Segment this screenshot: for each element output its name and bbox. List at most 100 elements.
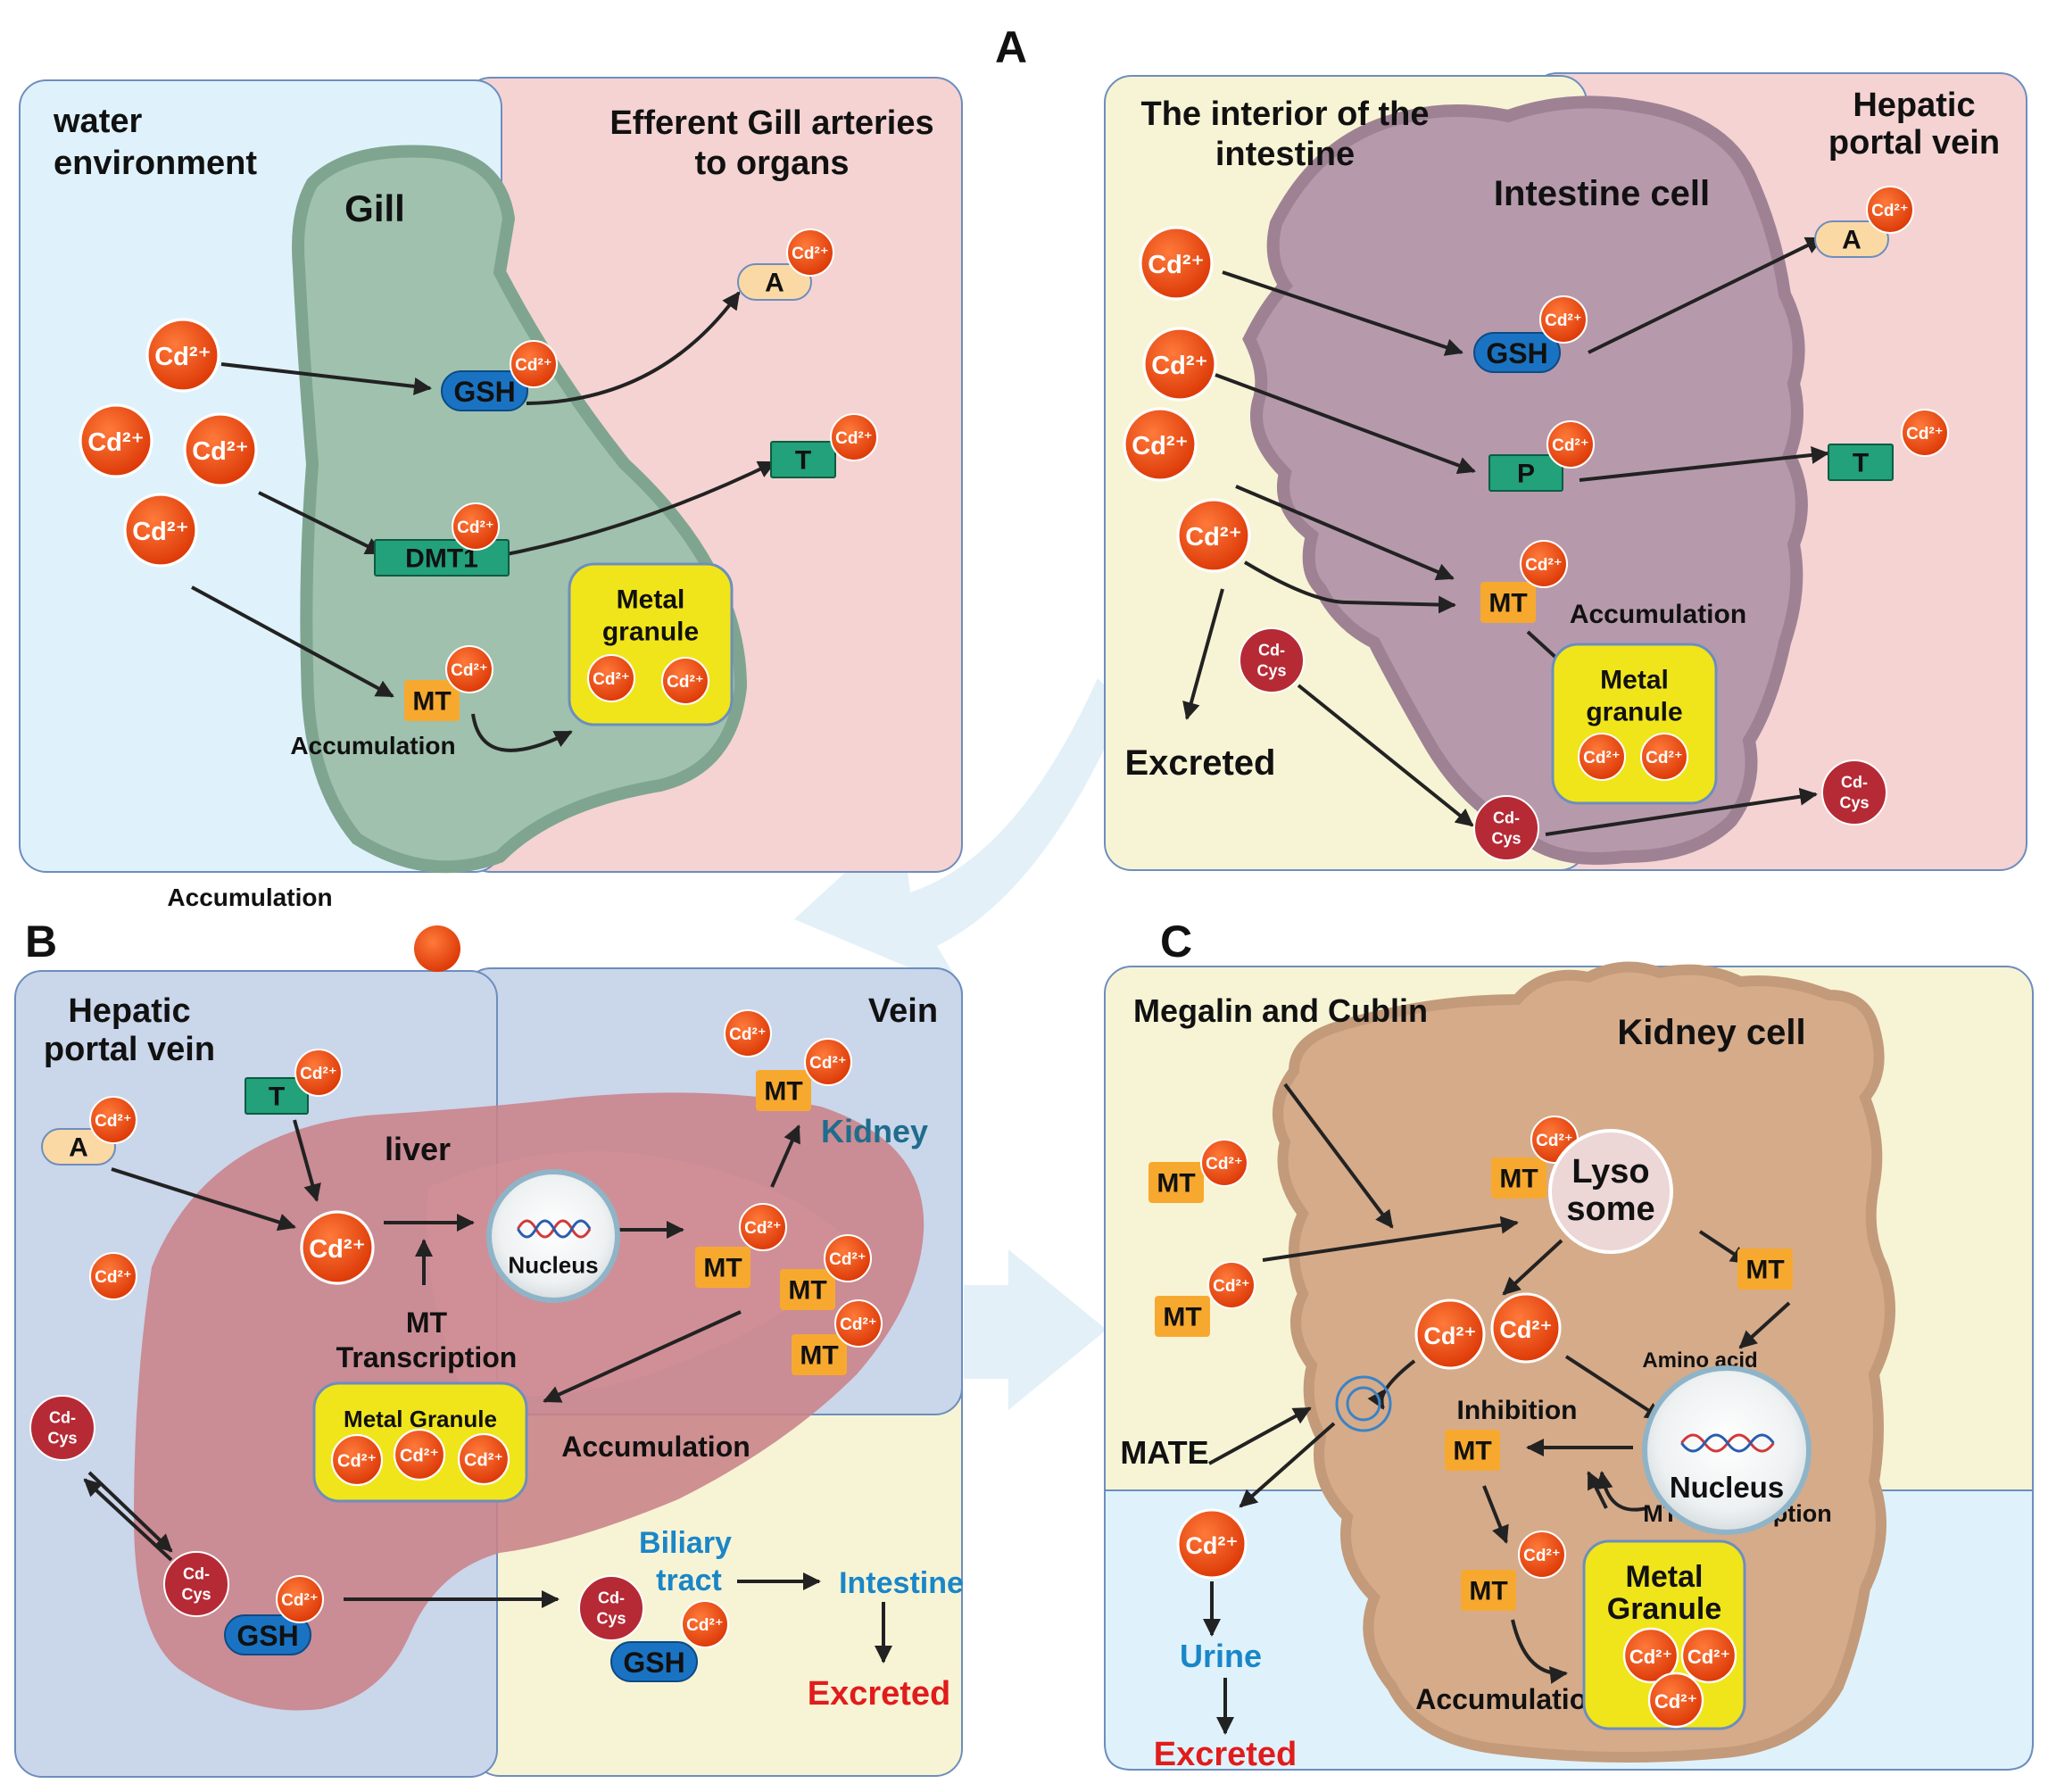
- gsh-molecule: GSH: [224, 1614, 311, 1655]
- cd-cys-circle: [1473, 795, 1539, 861]
- kidney-accumulation: Accumulation: [1415, 1683, 1604, 1715]
- cd-ion-label: Cd²⁺: [840, 1315, 877, 1334]
- cd-ion-label: Cd²⁺: [1906, 425, 1944, 444]
- gsh-molecule-shape: [1473, 332, 1561, 373]
- cd-ion-circle: [88, 1095, 138, 1145]
- cd-ion-label: Cd²⁺: [1185, 523, 1242, 552]
- cd-ion-label: Cd²⁺: [1523, 1547, 1561, 1565]
- cd-ion-label: Cd²⁺: [154, 343, 211, 371]
- mt-protein: MT: [1445, 1430, 1500, 1471]
- cd-ion-label: Cd²⁺: [1499, 1316, 1552, 1343]
- cd-ion-circle: [123, 493, 198, 568]
- liver-accumulation: Accumulation: [561, 1431, 750, 1463]
- gill-title: Gill: [344, 187, 405, 229]
- gsh-molecule-label: GSH: [623, 1647, 684, 1679]
- nucleus: Nucleus: [486, 1169, 620, 1303]
- cd-ion: Cd²⁺: [1206, 1260, 1256, 1310]
- cd-ion-circle: [457, 1432, 510, 1486]
- protein-a-shape: [737, 263, 812, 301]
- cd-ion-circle: [79, 403, 153, 478]
- mt-protein-label: MT: [412, 687, 451, 717]
- liver-hepatic-line1: Hepatic: [68, 992, 190, 1030]
- cd-ion: Cd²⁺: [1414, 1298, 1486, 1370]
- cd-ion-label: Cd²⁺: [792, 245, 829, 263]
- protein-a: A: [737, 263, 812, 301]
- cd-cys-label-top: Cd-: [183, 1564, 210, 1582]
- mt-protein: MT: [1480, 582, 1536, 623]
- cd-ion-label: Cd²⁺: [809, 1054, 847, 1073]
- cd-ion-label: Cd²⁺: [281, 1591, 319, 1610]
- vein-label: Vein: [868, 992, 938, 1030]
- cd-ion-circle: [1546, 419, 1596, 469]
- water-environment-line2: environment: [54, 145, 257, 182]
- intestine-cell-title: Intestine cell: [1494, 174, 1710, 213]
- intestine-accumulation: Accumulation: [1570, 600, 1746, 629]
- cd-ion-label: Cd²⁺: [192, 437, 249, 466]
- panel-label-c: C: [1160, 917, 1192, 967]
- cd-ion-circle: [1123, 407, 1198, 482]
- cd-cys: Cd-Cys: [578, 1575, 644, 1641]
- cd-ion-circle: [1414, 1298, 1486, 1370]
- cd-ion-circle: [1142, 327, 1217, 402]
- cd-ion-circle: [1199, 1138, 1249, 1188]
- cd-ion-circle: [829, 412, 879, 462]
- gill-metal-granule-title-1: granule: [602, 618, 699, 647]
- cd-ion: Cd²⁺: [451, 502, 501, 552]
- mate-label: MATE: [1120, 1434, 1208, 1471]
- protein-a: A: [41, 1128, 116, 1166]
- cd-ion-label: Cd²⁺: [1213, 1277, 1250, 1296]
- gsh-molecule-label: GSH: [236, 1620, 298, 1652]
- cd-ion: Cd²⁺: [1517, 1530, 1567, 1580]
- gsh-molecule-shape: [441, 370, 528, 411]
- nucleus: Nucleus: [1642, 1365, 1812, 1535]
- cd-cys-label-bottom: Cys: [47, 1430, 77, 1448]
- mt-protein-label: MT: [1469, 1577, 1507, 1606]
- water-environment-line1: water: [53, 103, 142, 140]
- mt-protein-label: MT: [1453, 1437, 1491, 1466]
- cd-cys-label-bottom: Cys: [1491, 830, 1521, 848]
- cd-ion: Cd²⁺: [457, 1432, 510, 1486]
- cd-ion-circle: [1517, 1530, 1567, 1580]
- protein-a-label: A: [69, 1133, 88, 1163]
- cd-ion-label: Cd²⁺: [132, 518, 189, 546]
- component-layer: Cd²⁺Cd²⁺Cd²⁺Cd²⁺GSHCd²⁺DMT1Cd²⁺ACd²⁺TCd²…: [29, 185, 1950, 1730]
- cd-ion-circle: [680, 1599, 730, 1649]
- mt-protein-label: MT: [703, 1254, 742, 1283]
- cd-ion: Cd²⁺: [1142, 327, 1217, 402]
- cd-cys-label-top: Cd-: [598, 1589, 625, 1606]
- cd-ion-circle: [275, 1574, 325, 1624]
- t-transporter-shape: [770, 441, 836, 478]
- inhibition-label: Inhibition: [1457, 1396, 1578, 1425]
- mt-protein-label: MT: [1157, 1169, 1195, 1199]
- efferent-line1: Efferent Gill arteries: [609, 104, 933, 142]
- mt-protein: MT: [792, 1334, 847, 1375]
- cd-ion-circle: [330, 1433, 384, 1487]
- interior-line1: The interior of the: [1141, 95, 1430, 133]
- cd-ion: Cd²⁺: [1639, 732, 1689, 782]
- cd-cys-label-bottom: Cys: [181, 1586, 211, 1604]
- t-transporter-label: T: [269, 1083, 285, 1112]
- cd-ion: Cd²⁺: [1123, 407, 1198, 482]
- p-transporter-shape: [1488, 454, 1563, 492]
- nucleus-label: Nucleus: [1670, 1471, 1784, 1504]
- cd-cys: Cd-Cys: [1821, 759, 1887, 825]
- t-transporter-shape: [245, 1077, 309, 1115]
- cd-cys-label-bottom: Cys: [1256, 662, 1286, 680]
- cd-ion-label: Cd²⁺: [593, 670, 630, 689]
- mt-protein-shape: [1491, 1157, 1546, 1199]
- cd-ion-circle: [1680, 1627, 1737, 1684]
- gsh-molecule-shape: [224, 1614, 311, 1655]
- mt-protein-shape: [1148, 1162, 1204, 1203]
- t-transporter-shape: [1828, 444, 1894, 481]
- cd-ion: Cd²⁺: [785, 228, 835, 278]
- cd-ion-circle: [451, 502, 501, 552]
- protein-a: A: [1814, 220, 1889, 258]
- mt-protein-shape: [695, 1247, 750, 1288]
- mt-protein-shape: [756, 1070, 811, 1111]
- cd-ion-label: Cd²⁺: [457, 519, 494, 537]
- lysosome-label-2: some: [1566, 1191, 1654, 1228]
- dna-helix-icon: [517, 1219, 592, 1239]
- kidney-metal-granule-title-1: Granule: [1607, 1592, 1721, 1626]
- cd-ion-circle: [393, 1428, 446, 1481]
- protein-a-shape: [1814, 220, 1889, 258]
